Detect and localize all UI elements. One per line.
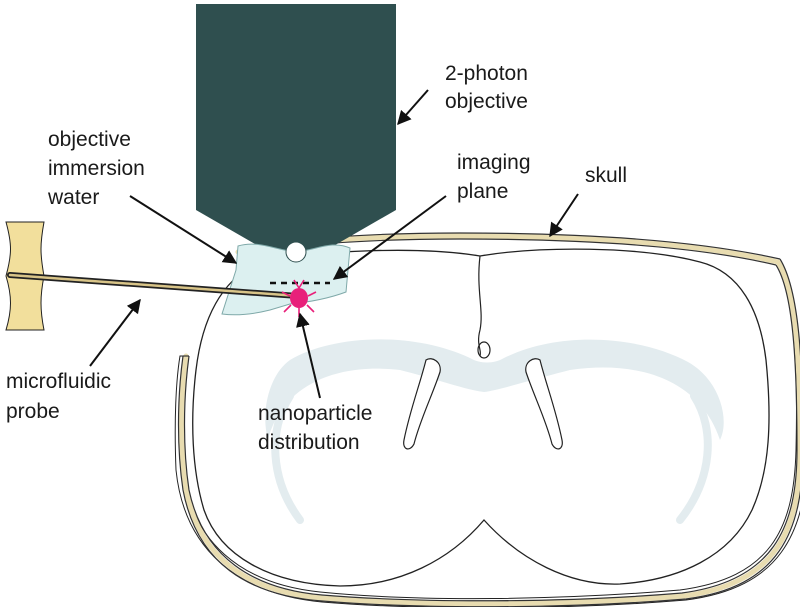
immersion-arrow <box>129 195 238 264</box>
right-ventricle <box>525 358 563 450</box>
midline-notch <box>477 341 491 359</box>
objective-label: 2-photon objective <box>445 62 534 113</box>
probe-label: microfluidic probe <box>6 370 117 423</box>
probe-shaft-core <box>8 273 300 298</box>
skull-arrow <box>549 193 579 238</box>
objective-lens <box>285 241 307 263</box>
left-ventricle <box>403 358 441 450</box>
white-matter-arcs <box>271 392 712 524</box>
imaging-plane-arrow <box>332 195 447 280</box>
immersion-label: objective immersion water <box>47 128 151 209</box>
nanoparticle-arrow <box>296 312 321 399</box>
immersion-water <box>221 243 351 316</box>
nanoparticle-label: nanoparticle distribution <box>258 402 378 454</box>
probe-arrow <box>89 298 141 367</box>
skull-label: skull <box>585 164 627 187</box>
imaging-plane-label: imaging plane <box>457 151 536 203</box>
objective-body <box>196 4 396 252</box>
objective-arrow <box>397 89 429 126</box>
brain-outline <box>192 248 770 587</box>
nanoparticle-blob <box>281 279 317 317</box>
midline-fissure <box>477 255 482 357</box>
white-matter-band <box>265 339 724 440</box>
skull-edge-side <box>177 258 800 607</box>
